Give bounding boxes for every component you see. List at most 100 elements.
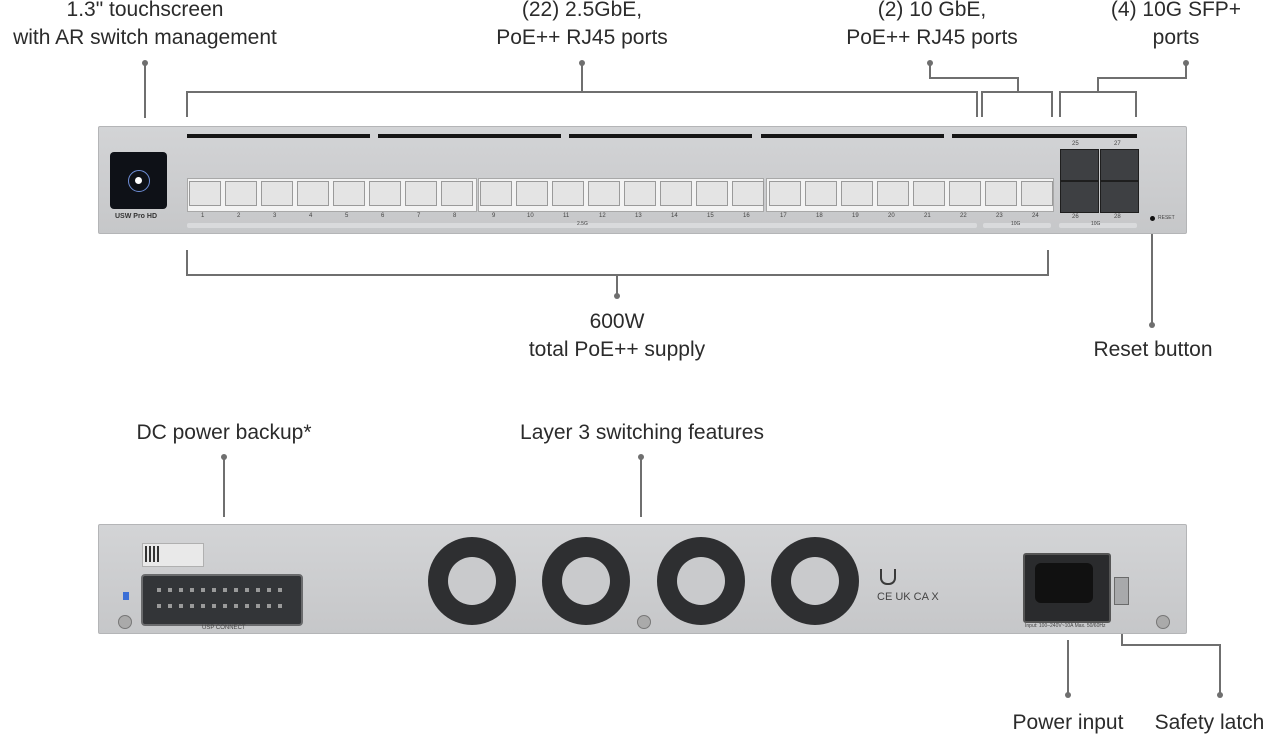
poe-supply-callout-line2: total PoE++ supply <box>528 338 706 361</box>
center-screw <box>637 615 651 629</box>
port-number: 21 <box>924 213 931 219</box>
rj45-port-18[interactable] <box>805 181 837 206</box>
port-number: 20 <box>888 213 895 219</box>
compliance-marks: CE UK CA X <box>877 591 939 603</box>
usp-connect-label: USP CONNECT <box>202 625 246 631</box>
poe-supply-callout: 600W total PoE++ supply <box>497 308 737 364</box>
rj45-port-24[interactable] <box>1021 181 1053 206</box>
port-number-row: 1 2 3 4 5 6 7 8 9 10 11 12 13 14 15 16 1… <box>189 213 1059 221</box>
rj45-port-3[interactable] <box>261 181 293 206</box>
rear-panel: USP CONNECT CE UK CA X Input: 100–240V~1… <box>98 524 1187 634</box>
port-number: 10 <box>527 213 534 219</box>
rj45-port-20[interactable] <box>877 181 909 206</box>
top-strip-4 <box>761 134 944 138</box>
model-label: USW Pro HD <box>115 213 157 220</box>
port-number: 17 <box>780 213 787 219</box>
dc-backup-callout: DC power backup* <box>104 419 344 447</box>
rj45-port-23[interactable] <box>985 181 1017 206</box>
port-number: 14 <box>671 213 678 219</box>
port-number: 24 <box>1032 213 1039 219</box>
fan-hub <box>562 557 610 605</box>
power-input-callout-text: Power input <box>1012 711 1124 734</box>
fan-hub <box>677 557 725 605</box>
port-number: 12 <box>599 213 606 219</box>
port-number: 15 <box>707 213 714 219</box>
rj45-port-22[interactable] <box>949 181 981 206</box>
rj45-port-8[interactable] <box>441 181 473 206</box>
power-inlet-socket <box>1035 563 1093 603</box>
touchscreen-callout-line2: with AR switch management <box>13 26 277 49</box>
touchscreen-display[interactable] <box>110 152 167 209</box>
status-led <box>123 592 129 600</box>
safety-latch[interactable] <box>1114 577 1129 605</box>
port-number: 3 <box>273 213 277 219</box>
front-panel: USW Pro HD 1 2 3 4 <box>98 126 1187 234</box>
sfp-number: 25 <box>1072 141 1079 147</box>
dc-power-connector[interactable] <box>141 574 303 626</box>
rj45-port-4[interactable] <box>297 181 329 206</box>
sfp-port-25[interactable] <box>1060 149 1099 181</box>
reset-button[interactable] <box>1150 216 1155 221</box>
ubiquiti-logo-icon <box>880 569 896 585</box>
touchscreen-dot <box>135 177 142 184</box>
rj45-port-21[interactable] <box>913 181 945 206</box>
rj45-port-16[interactable] <box>732 181 764 206</box>
reset-label: RESET <box>1158 215 1175 221</box>
power-inlet[interactable] <box>1023 553 1111 623</box>
port-number: 7 <box>417 213 421 219</box>
poe-supply-callout-line1: 600W <box>589 310 645 333</box>
group-bar-sfp <box>1059 223 1137 228</box>
rj45-ports <box>189 181 1059 211</box>
port-number: 6 <box>381 213 385 219</box>
rj45-port-1[interactable] <box>189 181 221 206</box>
sfp-number: 28 <box>1114 214 1121 220</box>
rj45-port-9[interactable] <box>480 181 512 206</box>
sfp-port-27[interactable] <box>1100 149 1139 181</box>
port-number: 11 <box>563 213 570 219</box>
dc-pins-top <box>157 588 285 592</box>
dc-backup-callout-text: DC power backup* <box>136 421 312 444</box>
rj45-port-10[interactable] <box>516 181 548 206</box>
rj45-port-12[interactable] <box>588 181 620 206</box>
fan-hub <box>791 557 839 605</box>
rj45-10g-callout-line1: (2) 10 GbE, <box>877 0 987 21</box>
port-number: 4 <box>309 213 313 219</box>
group-label-sfp: 10G <box>1091 221 1101 227</box>
dc-pins-bottom <box>157 604 285 608</box>
rj45-port-6[interactable] <box>369 181 401 206</box>
rj45-port-19[interactable] <box>841 181 873 206</box>
rj45-port-15[interactable] <box>696 181 728 206</box>
power-input-callout: Power input <box>998 709 1138 737</box>
ground-screw-left <box>118 615 132 629</box>
fan-4 <box>771 537 859 625</box>
layer3-callout-text: Layer 3 switching features <box>520 421 764 444</box>
touchscreen-callout-line1: 1.3" touchscreen <box>66 0 224 21</box>
fan-3 <box>657 537 745 625</box>
fan-1 <box>428 537 516 625</box>
sfp-port-26[interactable] <box>1060 181 1099 213</box>
rj45-port-5[interactable] <box>333 181 365 206</box>
port-number: 13 <box>635 213 642 219</box>
sfp-number: 26 <box>1072 214 1079 220</box>
group-bar-2g5 <box>187 223 977 228</box>
port-number: 1 <box>201 213 205 219</box>
rj45-port-11[interactable] <box>552 181 584 206</box>
reset-callout: Reset button <box>1073 336 1233 364</box>
port-number: 5 <box>345 213 349 219</box>
rj45-port-2[interactable] <box>225 181 257 206</box>
group-label-10g: 10G <box>1011 221 1021 227</box>
power-input-label: Input: 100–240V~10A Max. 50/60Hz <box>1025 623 1106 629</box>
rj45-2g5-callout-line2: PoE++ RJ45 ports <box>496 26 668 49</box>
sfp-port-28[interactable] <box>1100 181 1139 213</box>
rj45-port-13[interactable] <box>624 181 656 206</box>
rj45-port-14[interactable] <box>660 181 692 206</box>
port-number: 19 <box>852 213 859 219</box>
rj45-port-7[interactable] <box>405 181 437 206</box>
sfp-number: 27 <box>1114 141 1121 147</box>
group-bar-10g <box>983 223 1051 228</box>
port-number: 2 <box>237 213 241 219</box>
rj45-port-17[interactable] <box>769 181 801 206</box>
port-number: 18 <box>816 213 823 219</box>
sfp-callout-line2: ports <box>1152 26 1200 49</box>
